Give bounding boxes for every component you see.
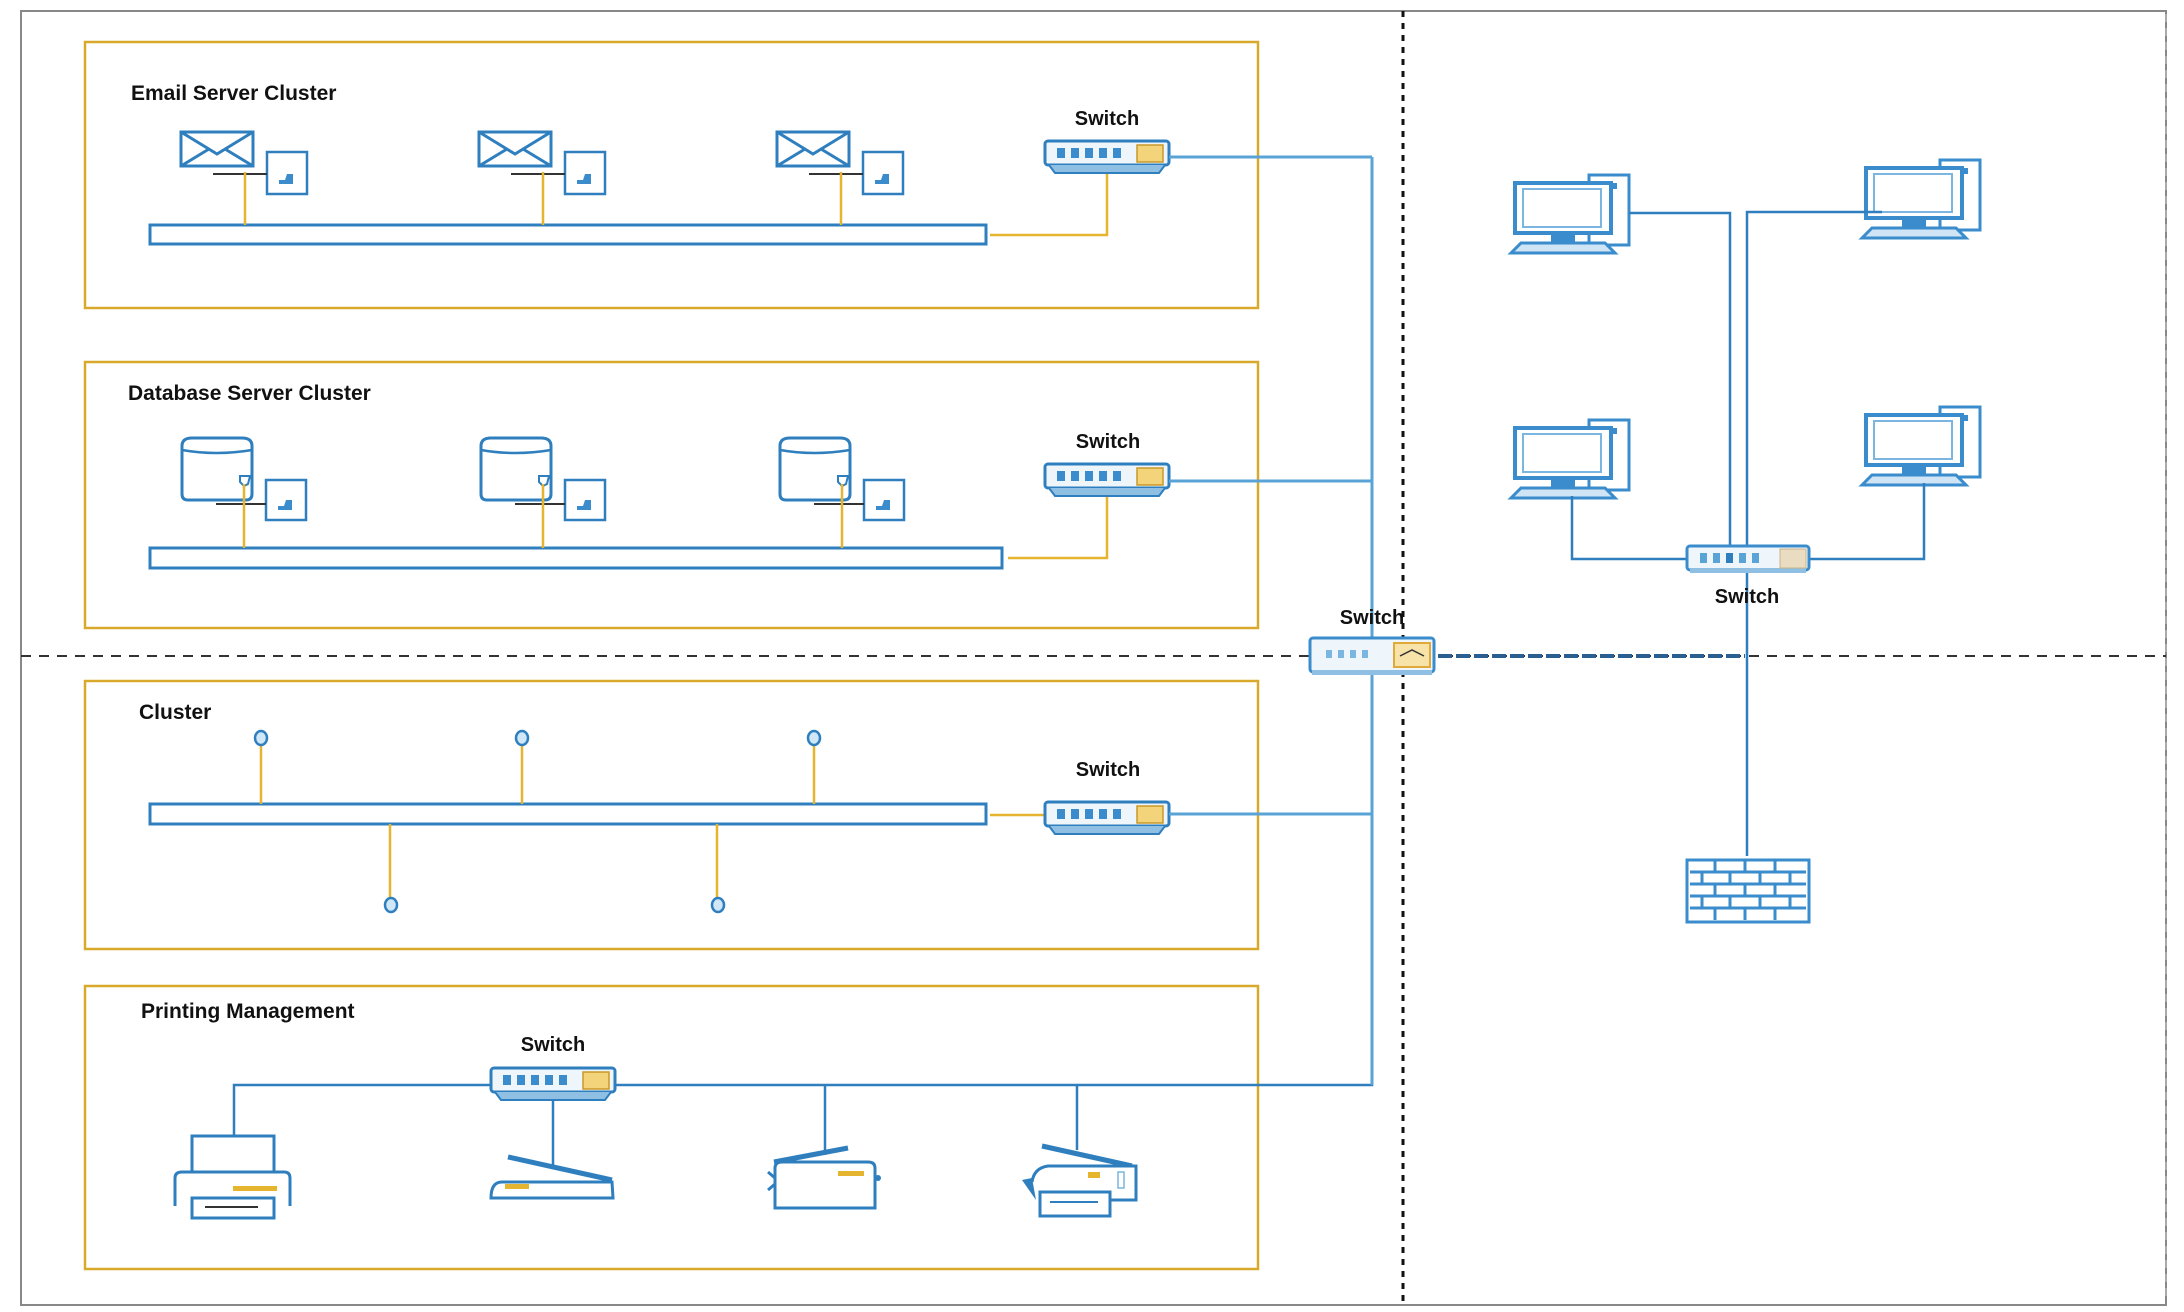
core-switch-label: Switch xyxy=(1340,607,1404,629)
group-label: Cluster xyxy=(139,701,211,724)
core-switch-icon[interactable] xyxy=(1308,636,1436,675)
workstation-switch-icon[interactable] xyxy=(1685,544,1811,573)
printer-icon[interactable] xyxy=(173,1134,292,1220)
scanner-icon[interactable] xyxy=(489,1154,615,1200)
node-icon[interactable] xyxy=(383,896,399,914)
group-label: Printing Management xyxy=(141,1000,355,1023)
group-border xyxy=(83,40,1260,310)
server-bus xyxy=(148,546,1004,570)
link xyxy=(1810,483,1926,561)
link xyxy=(1570,496,1688,561)
group-printing-management: Printing Management Switch xyxy=(83,157,1374,1271)
link xyxy=(1008,488,1109,560)
copier-icon[interactable] xyxy=(767,1145,881,1210)
multifunction-printer-icon[interactable] xyxy=(1022,1143,1138,1218)
link xyxy=(990,165,1109,237)
group-label: Database Server Cluster xyxy=(128,382,371,405)
workstation-icon[interactable] xyxy=(1509,173,1631,255)
server-bus xyxy=(148,223,988,246)
workstation-switch-label: Switch xyxy=(1715,586,1779,608)
switch-label: Switch xyxy=(1076,431,1140,453)
link xyxy=(1629,211,1732,550)
switch-label: Switch xyxy=(1075,108,1139,130)
switch-icon[interactable] xyxy=(1043,139,1171,175)
workstation-icon[interactable] xyxy=(1509,418,1631,500)
switch-label: Switch xyxy=(1076,759,1140,781)
group-cluster: Cluster Switch xyxy=(83,679,1372,951)
workstation-icon[interactable] xyxy=(1860,405,1982,487)
switch-label: Switch xyxy=(521,1034,585,1056)
workstation-group: Switch xyxy=(1509,158,1982,924)
link xyxy=(1745,210,1882,856)
switch-icon[interactable] xyxy=(489,1066,617,1102)
workstation-icon[interactable] xyxy=(1860,158,1982,240)
node-icon[interactable] xyxy=(806,729,822,747)
firewall-icon[interactable] xyxy=(1685,858,1811,924)
switch-icon[interactable] xyxy=(1043,462,1171,498)
group-border xyxy=(83,984,1260,1271)
node-icon[interactable] xyxy=(710,896,726,914)
group-border xyxy=(83,360,1260,630)
group-label: Email Server Cluster xyxy=(131,82,336,105)
group-email-server-cluster: Email Server Cluster Switch xyxy=(83,40,1372,310)
group-database-server-cluster: Database Server Cluster Switch xyxy=(83,360,1372,630)
node-icon[interactable] xyxy=(514,729,530,747)
node-icon[interactable] xyxy=(253,729,269,747)
switch-icon[interactable] xyxy=(1043,800,1171,836)
cluster-bus xyxy=(148,802,988,826)
outer-frame xyxy=(20,10,2167,1306)
